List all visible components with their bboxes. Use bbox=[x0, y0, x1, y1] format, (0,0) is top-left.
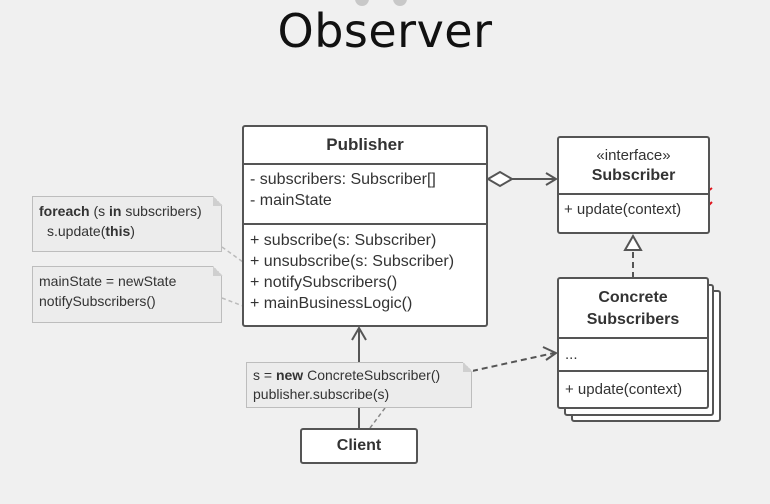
concrete-class-name: Concrete Subscribers bbox=[559, 279, 707, 331]
client-concrete-line bbox=[471, 352, 555, 372]
note-connector bbox=[221, 246, 244, 263]
note-client-code: s = new ConcreteSubscriber() publisher.s… bbox=[246, 361, 473, 408]
note-text: s.update( bbox=[47, 223, 106, 239]
divider bbox=[559, 193, 708, 195]
note-line: s = new ConcreteSubscriber() bbox=[253, 366, 465, 385]
subscriber-interface: «interface» Subscriber + update(context) bbox=[557, 136, 710, 234]
note-text: ) bbox=[130, 223, 135, 239]
note-text: (s bbox=[89, 203, 110, 219]
note-keyword: in bbox=[109, 203, 122, 219]
note-line: foreach (s in subscribers) bbox=[39, 201, 215, 221]
divider bbox=[244, 163, 486, 165]
note-keyword: new bbox=[275, 367, 304, 383]
realization-triangle bbox=[623, 233, 643, 251]
note-main-business-logic: mainState = newState notifySubscribers() bbox=[32, 265, 223, 323]
publisher-method: + notifySubscribers() bbox=[250, 274, 398, 291]
note-line: notifySubscribers() bbox=[39, 293, 156, 309]
note-text: s = bbox=[253, 367, 276, 383]
concrete-method: + update(context) bbox=[565, 381, 683, 398]
note-connector bbox=[369, 407, 386, 429]
page-title: Observer bbox=[277, 4, 493, 58]
client-class-name: Client bbox=[336, 437, 382, 454]
publisher-class-name: Publisher bbox=[326, 135, 404, 154]
interface-stereotype: «interface» bbox=[596, 147, 671, 164]
publisher-fields: - subscribers: Subscriber[] - mainState bbox=[244, 165, 486, 223]
note-keyword: foreach bbox=[39, 203, 90, 219]
top-partial-glyph bbox=[393, 0, 407, 6]
client-class: Client bbox=[300, 428, 418, 464]
publisher-methods: + subscribe(s: Subscriber) + unsubscribe… bbox=[244, 225, 486, 314]
note-keyword: this bbox=[105, 223, 131, 239]
subscriber-method: + update(context) bbox=[564, 201, 682, 218]
aggregation-diamond bbox=[486, 170, 514, 188]
divider bbox=[244, 223, 486, 225]
aggregation-arrowhead bbox=[545, 172, 558, 186]
client-publisher-arrowhead bbox=[351, 326, 367, 341]
note-line: publisher.subscribe(s) bbox=[253, 386, 390, 402]
subscriber-interface-name: Subscriber bbox=[591, 167, 676, 184]
note-text: ConcreteSubscriber() bbox=[303, 367, 441, 383]
note-line: s.update(this) bbox=[39, 221, 215, 241]
publisher-field: - mainState bbox=[250, 192, 332, 209]
note-connector bbox=[221, 297, 244, 307]
concrete-name-line: Subscribers bbox=[586, 311, 680, 328]
note-text: subscribers) bbox=[121, 203, 202, 219]
concrete-field: ... bbox=[565, 346, 578, 363]
divider bbox=[559, 370, 707, 372]
publisher-field: - subscribers: Subscriber[] bbox=[250, 171, 436, 188]
concrete-subscribers-class: Concrete Subscribers ... + update(contex… bbox=[557, 277, 709, 409]
divider bbox=[559, 337, 707, 339]
publisher-method: + mainBusinessLogic() bbox=[250, 295, 413, 312]
top-partial-glyph bbox=[355, 0, 369, 6]
concrete-name-line: Concrete bbox=[598, 289, 668, 306]
client-concrete-arrowhead bbox=[542, 346, 558, 361]
note-notify-subscribers: foreach (s in subscribers) s.update(this… bbox=[32, 195, 223, 252]
publisher-method: + unsubscribe(s: Subscriber) bbox=[250, 253, 455, 270]
publisher-method: + subscribe(s: Subscriber) bbox=[250, 232, 437, 249]
note-line: mainState = newState bbox=[39, 273, 177, 289]
publisher-class: Publisher - subscribers: Subscriber[] - … bbox=[242, 125, 488, 327]
